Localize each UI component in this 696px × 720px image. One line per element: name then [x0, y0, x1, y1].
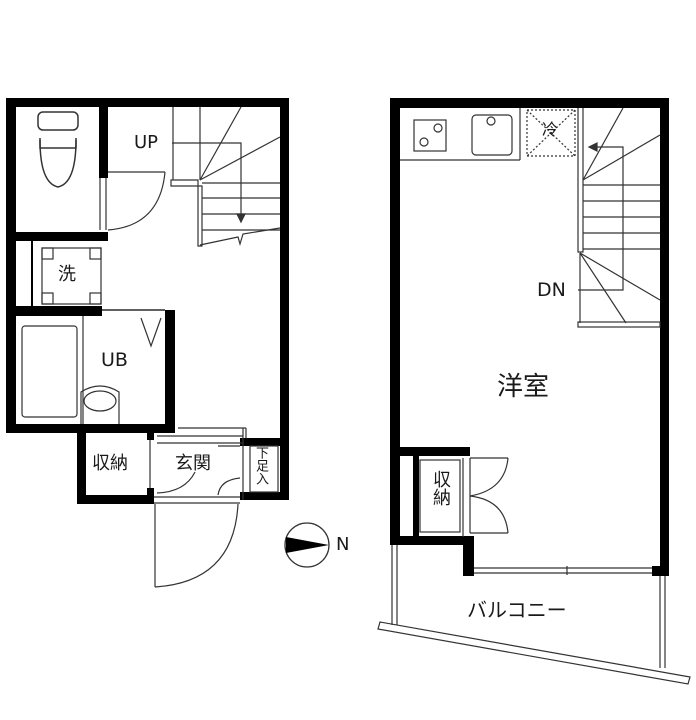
floor-2-plan	[377, 98, 691, 685]
washer-icon	[41, 247, 102, 305]
label-storage-2f: 収納	[430, 470, 451, 506]
kitchen-sink-icon	[471, 114, 513, 156]
label-western-room: 洋室	[497, 372, 550, 402]
label-unit-bath: UB	[101, 349, 128, 371]
bath-door-mark	[140, 317, 162, 348]
toilet-door	[99, 171, 166, 231]
label-balcony: バルコニー	[467, 598, 567, 622]
stairs-up	[170, 106, 281, 247]
label-storage-1f: 収納	[92, 453, 128, 474]
kitchen-counter	[400, 108, 521, 161]
fridge-icon	[526, 109, 576, 157]
stove-icon	[413, 119, 447, 152]
bathtub-icon	[21, 316, 84, 424]
balcony-window	[474, 566, 652, 575]
label-entrance: 玄関	[175, 453, 211, 474]
label-north: N	[336, 534, 350, 555]
entrance-area	[149, 427, 279, 504]
label-stairs-up: UP	[134, 132, 159, 153]
sink-icon	[80, 385, 120, 424]
floor-2-walls	[390, 98, 669, 576]
label-fridge: 冷	[542, 120, 559, 139]
front-door	[154, 503, 239, 588]
stairs-down	[577, 107, 661, 328]
floor-1-walls	[6, 98, 289, 504]
toilet-icon	[37, 111, 79, 188]
label-shoe-box: 下足入	[253, 446, 268, 485]
compass-icon	[284, 522, 330, 568]
label-stairs-down: DN	[537, 279, 566, 301]
label-washer: 洗	[58, 264, 76, 285]
floor-1-plan	[6, 98, 289, 588]
balcony-outline	[377, 545, 691, 685]
closet-doors	[419, 457, 509, 537]
